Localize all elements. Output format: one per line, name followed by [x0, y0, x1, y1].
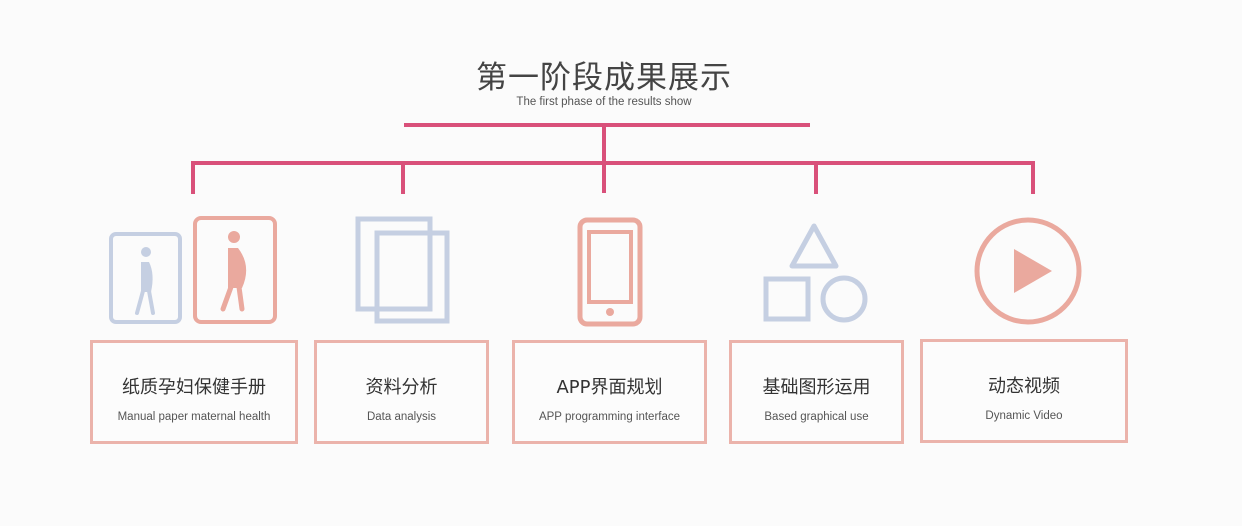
item-card-3: APP界面规划 APP programming interface — [512, 340, 707, 444]
center-stem — [602, 125, 606, 193]
branch-connector — [191, 161, 1035, 165]
item-card-4: 基础图形运用 Based graphical use — [729, 340, 904, 444]
item-title: 基础图形运用 — [762, 377, 871, 398]
top-connector — [404, 123, 810, 127]
item-subtitle: Based graphical use — [764, 411, 869, 423]
item-title: APP界面规划 — [556, 377, 663, 398]
item-subtitle: APP programming interface — [538, 411, 681, 423]
item-card-5: 动态视频 Dynamic Video — [920, 339, 1128, 443]
item-subtitle: Dynamic Video — [985, 410, 1063, 422]
item-title: 动态视频 — [988, 376, 1060, 397]
play-icon[interactable] — [972, 215, 1084, 327]
page-title: 第一阶段成果展示 — [476, 60, 732, 96]
item-subtitle: Manual paper maternal health — [117, 411, 271, 423]
page-subtitle: The first phase of the results show — [516, 96, 692, 108]
stacked-pages-icon — [355, 216, 450, 324]
shapes-icon — [763, 223, 868, 323]
item-title: 资料分析 — [365, 377, 438, 398]
item-subtitle: Data analysis — [366, 411, 437, 423]
smartphone-icon — [577, 217, 643, 327]
branch-drop-2 — [401, 161, 405, 194]
pregnant-woman-icon — [109, 216, 277, 324]
branch-drop-1 — [191, 161, 195, 194]
item-card-2: 资料分析 Data analysis — [314, 340, 489, 444]
branch-drop-5 — [1031, 161, 1035, 194]
branch-drop-4 — [814, 161, 818, 194]
item-card-1: 纸质孕妇保健手册 Manual paper maternal health — [90, 340, 298, 444]
item-title: 纸质孕妇保健手册 — [122, 377, 266, 398]
